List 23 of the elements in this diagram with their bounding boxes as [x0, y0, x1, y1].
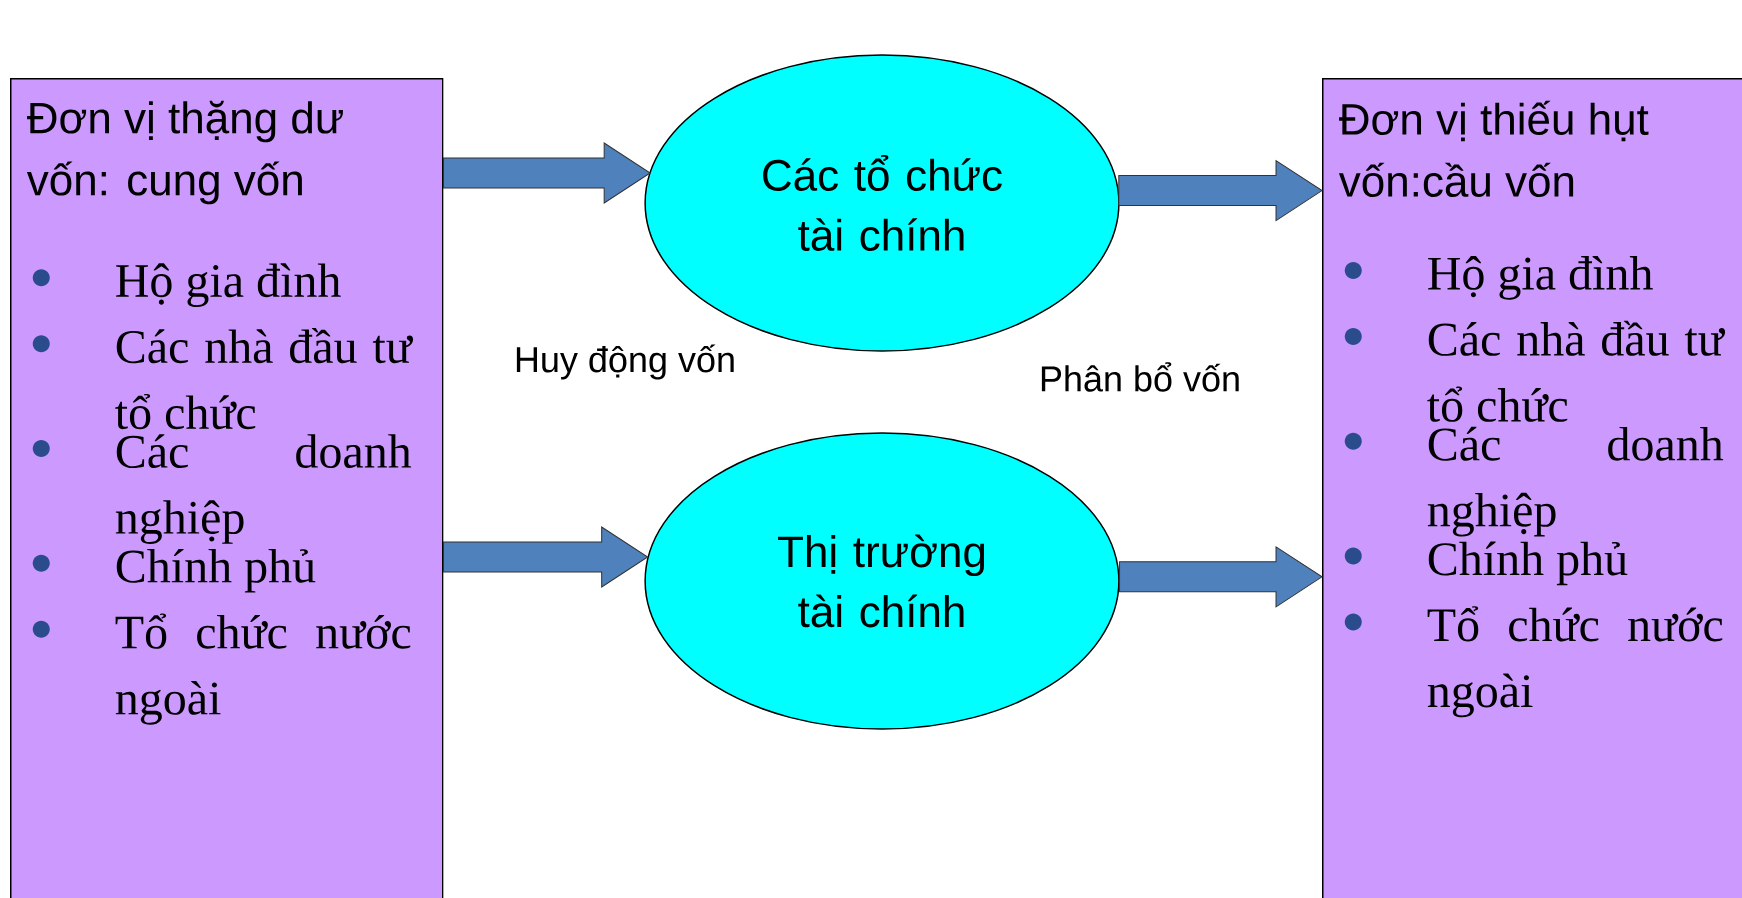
flow-label: Phân bổ vốn	[1041, 362, 1239, 392]
node-text: Thị trường tài chính	[778, 534, 985, 628]
flow-label: Huy động vốn	[516, 344, 734, 380]
list-item: Các doanh nghiệp	[1427, 426, 1724, 537]
list-item: Các nhà đầu tư tổ chức	[1427, 320, 1726, 422]
list-item: Chính phủ	[1428, 541, 1628, 586]
list-item: Các doanh nghiệp	[115, 434, 412, 544]
heading: Đơn vị thiếu hụt vốn:cầu vốn	[1338, 100, 1649, 197]
list-item: Chính phủ	[116, 548, 316, 593]
ellipse	[644, 432, 1120, 730]
block-arrow	[443, 526, 649, 588]
group-box	[10, 78, 444, 898]
list-item: Tổ chức nước ngoài	[1427, 606, 1723, 718]
group-box	[1322, 78, 1742, 898]
node-text: Các tổ chức tài chính	[763, 155, 1002, 251]
block-arrow	[443, 142, 651, 204]
list-item: Các nhà đầu tư tổ chức	[115, 327, 414, 430]
list-item: Tổ chức nước ngoài	[115, 613, 411, 725]
block-arrow	[1119, 546, 1323, 608]
heading: Đơn vị thặng dư vốn: cung vốn	[26, 100, 343, 205]
list-item: Hộ gia đình	[1428, 256, 1653, 300]
block-arrow	[1118, 160, 1323, 222]
list-item: Hộ gia đình	[116, 263, 341, 308]
